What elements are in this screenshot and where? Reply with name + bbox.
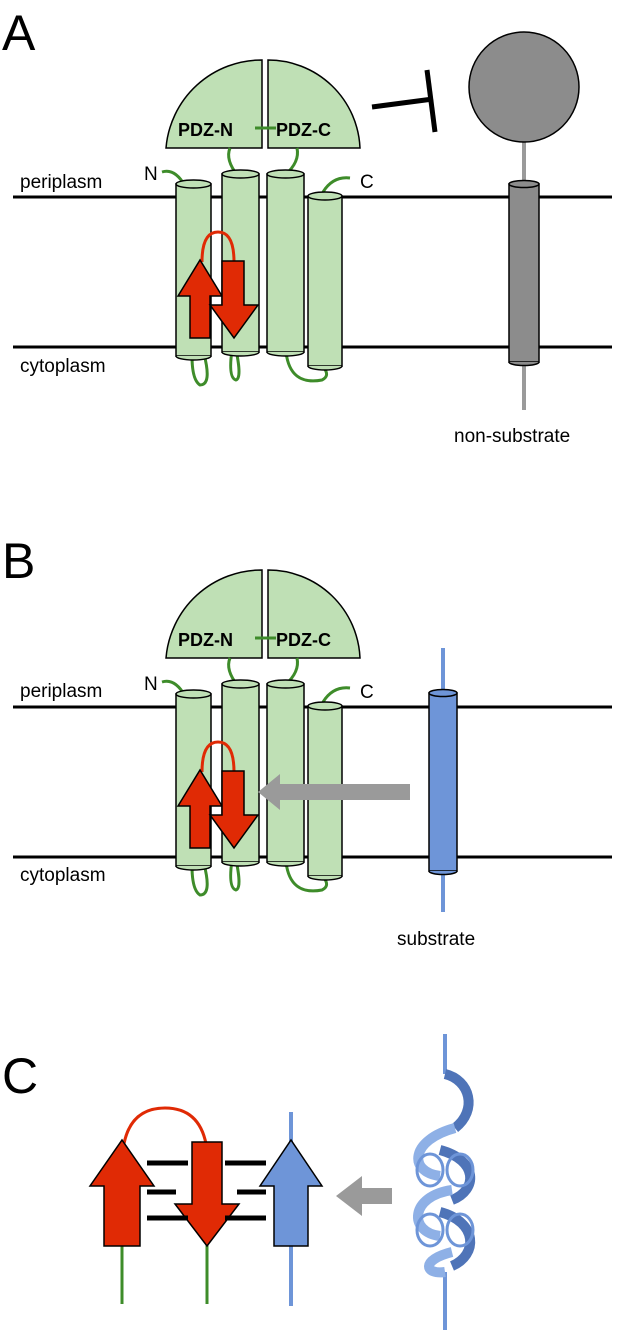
pdz-n-label: PDZ-N [178,630,233,650]
pdz-c-label: PDZ-C [276,630,331,650]
cyto-loop-3 [284,861,329,893]
tm-helix-3 [266,679,305,867]
beta-strand-down [208,770,260,850]
beta-strand-up [176,258,224,339]
periplasm-label: periplasm [20,172,102,193]
beta-strand-down [173,1141,241,1248]
cyto-loop-3 [284,351,329,383]
beta-strand-up [176,768,224,849]
pdz-n-domain [165,59,263,149]
c-terminus-label: C [360,682,374,703]
panel-c: C [2,1034,476,1330]
pdz-n-label: PDZ-N [178,120,233,140]
pdz-c-domain [267,569,361,659]
inhibition-line [371,96,434,110]
tm-helix-3 [266,169,305,357]
beta-strand-up [88,1138,156,1247]
hairpin-loop [200,230,236,263]
n-terminus-label: N [144,164,158,185]
c-terminus-loop [321,176,351,193]
substrate-beta-strand [258,1138,324,1247]
cytoplasm-label: cytoplasm [20,865,106,886]
panel-c-letter: C [2,1048,38,1104]
panel-b-letter: B [2,533,35,589]
inhibition-bar [424,69,438,133]
non-substrate-tm-helix [508,179,540,367]
c-terminus-loop [321,686,351,703]
cyto-loop-2 [229,859,241,892]
tm-helix-4 [307,191,343,371]
n-terminus-label: N [144,674,158,695]
panel-a: A periplasm cytoplasm PDZ-N PDZ-C N C [2,5,612,447]
pdz-c-domain [267,59,361,149]
substrate-label: substrate [397,929,475,950]
cyto-loop-1 [190,353,209,387]
beta-strand-down [208,260,260,340]
hairpin-loop [120,1106,210,1167]
pdz-c-label: PDZ-C [276,120,331,140]
pdz-n-domain [165,569,263,659]
c-terminus-label: C [360,172,374,193]
cytoplasm-label: cytoplasm [20,356,106,377]
substrate-tm-helix [428,688,458,876]
periplasm-label: periplasm [20,681,102,702]
non-substrate-ectodomain [468,31,580,143]
substrate-alpha-helix [413,1034,476,1330]
panel-a-letter: A [2,5,36,61]
conversion-arrow [336,1176,392,1216]
non-substrate-label: non-substrate [454,426,570,447]
hairpin-loop [200,740,236,773]
substrate-recruitment-arrow [258,774,410,810]
cyto-loop-2 [229,349,241,382]
cyto-loop-1 [190,863,209,897]
panel-b: B periplasm cytoplasm PDZ-N PDZ-C N C [2,533,612,950]
